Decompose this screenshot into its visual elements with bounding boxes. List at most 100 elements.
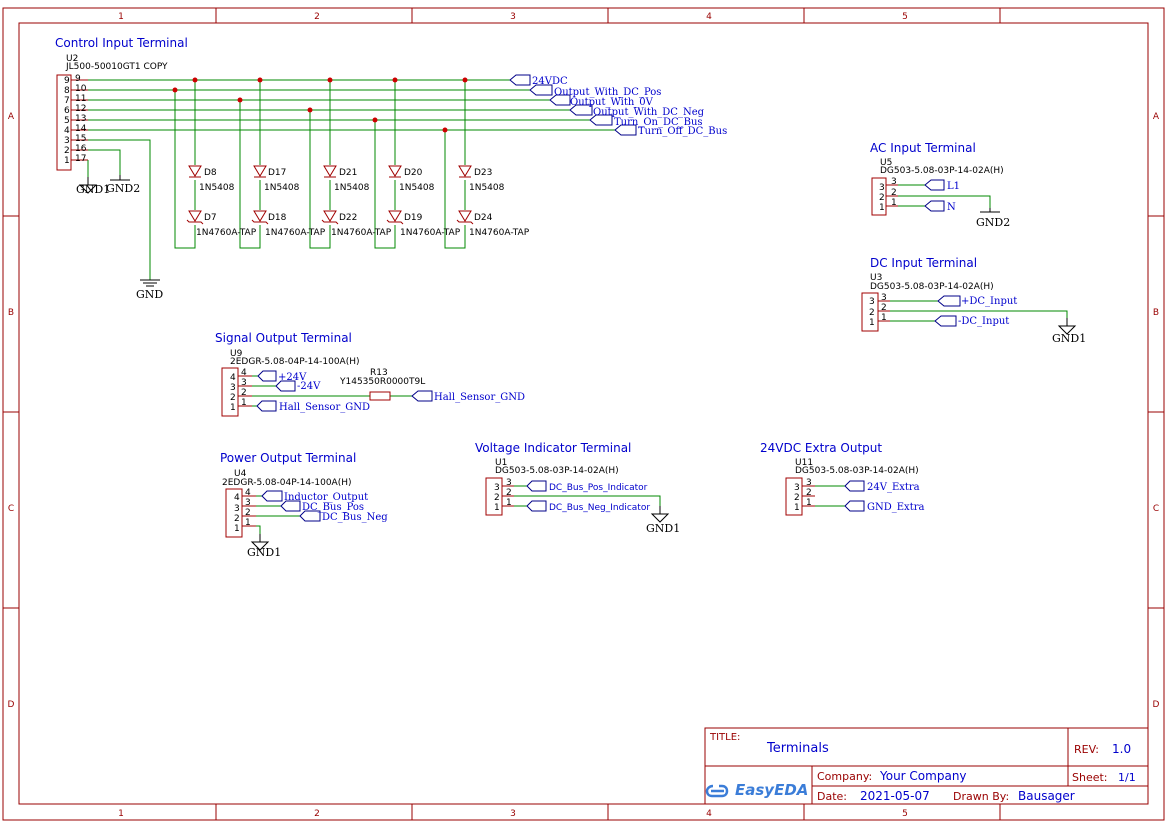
control-input-section: Control Input Terminal U2 JL500-50010GT1… — [55, 36, 727, 301]
row-label-left: D — [8, 700, 15, 710]
drawn-by-value: Bausager — [1018, 789, 1075, 803]
easyeda-logo-icon: EasyEDA — [705, 781, 808, 799]
ground-label: GND1 — [1052, 332, 1086, 345]
column-label-top: 5 — [902, 12, 908, 22]
connector-body — [221, 367, 239, 417]
pin-number: 9 — [75, 74, 81, 84]
pin-number: 1 — [881, 313, 887, 323]
column-label-bottom: 2 — [314, 809, 320, 819]
net-flags — [509, 74, 637, 136]
date-label: Date: — [817, 790, 847, 803]
pin-number: 3 — [879, 183, 885, 193]
row-label-left: C — [8, 504, 14, 514]
connector-body — [225, 488, 243, 538]
part-ref: U4 — [234, 469, 247, 479]
pin-number: 5 — [64, 116, 70, 126]
section-title: AC Input Terminal — [870, 141, 976, 155]
sheet-label: Sheet: — [1072, 771, 1108, 784]
power-output-section: Power Output Terminal U4 2EDGR-5.08-04P-… — [220, 451, 388, 559]
net-label: N — [947, 202, 956, 213]
net-label: Output_With_DC_Neg — [593, 107, 705, 118]
pin-number: 3 — [891, 177, 897, 187]
pin-number: 1 — [245, 518, 251, 528]
net-label: Hall_Sensor_GND — [434, 392, 525, 403]
diode-value: 1N5408 — [199, 183, 235, 193]
pin-number: 2 — [806, 488, 812, 498]
pin-number: 2 — [794, 493, 800, 503]
company-value: Your Company — [879, 769, 967, 783]
connector-body — [861, 292, 879, 332]
diode-value: 1N5408 — [334, 183, 370, 193]
part-value: 2EDGR-5.08-04P-14-100A(H) — [222, 478, 352, 488]
section-title: Voltage Indicator Terminal — [475, 441, 631, 455]
resistor-ref: R13 — [370, 368, 388, 378]
pin-number: 3 — [234, 504, 240, 514]
pin-number: 3 — [794, 483, 800, 493]
diode-ref: D24 — [474, 213, 493, 223]
column-label-bottom: 4 — [706, 809, 712, 819]
pin-number: 17 — [75, 154, 86, 164]
pin-number: 2 — [230, 393, 236, 403]
title-block: TITLE: Terminals REV: 1.0 Company: Your … — [704, 727, 1149, 805]
net-label: Hall_Sensor_GND — [279, 402, 370, 413]
section-title: Power Output Terminal — [220, 451, 356, 465]
pin-number: 4 — [234, 493, 240, 503]
pin-number: 11 — [75, 94, 86, 104]
diode-ref: D23 — [474, 168, 492, 178]
part-value: DG503-5.08-03P-14-02A(H) — [880, 166, 1004, 176]
pin-number: 14 — [75, 124, 87, 134]
gnd-symbol — [140, 279, 160, 287]
part-value: DG503-5.08-03P-14-02A(H) — [495, 466, 619, 476]
net-label: -DC_Input — [958, 316, 1009, 327]
connector-body — [56, 74, 72, 171]
pin-number: 10 — [75, 84, 87, 94]
row-label-right: C — [1153, 504, 1159, 514]
net-label: DC_Bus_Neg_Indicator — [549, 503, 650, 513]
section-title: Signal Output Terminal — [215, 331, 352, 345]
diode-value: 1N5408 — [399, 183, 435, 193]
net-label: +DC_Input — [961, 296, 1017, 307]
diode-value: 1N5408 — [264, 183, 300, 193]
logo-text: EasyEDA — [735, 781, 808, 799]
column-label-bottom: 1 — [118, 809, 124, 819]
diode-ref: D18 — [268, 213, 287, 223]
diode-value: 1N4760A-TAP — [196, 228, 257, 238]
resistor-r13 — [369, 391, 391, 401]
net-label: 24VDC — [532, 76, 568, 87]
net-label: 24V_Extra — [867, 482, 920, 493]
pin-number: 4 — [241, 368, 247, 378]
drawn-by-label: Drawn By: — [953, 790, 1009, 803]
diode-ref: D7 — [204, 213, 217, 223]
pin-number: 2 — [891, 188, 897, 198]
pin-number: 1 — [891, 198, 897, 208]
ground-label: GND2 — [976, 216, 1010, 229]
diode-ref: D17 — [268, 168, 286, 178]
net-label: DC_Bus_Pos_Indicator — [549, 483, 648, 493]
pin-number: 1 — [241, 398, 247, 408]
pin-number: 1 — [806, 498, 812, 508]
diode-ref: D8 — [204, 168, 217, 178]
rev-label: REV: — [1074, 743, 1099, 756]
pin-number: 3 — [806, 478, 812, 488]
control-wires — [87, 79, 615, 280]
drawing-frame — [2, 7, 1165, 821]
part-value: JL500-50010GT1 COPY — [65, 62, 168, 72]
part-ref: U2 — [66, 54, 78, 64]
diode-value: 1N4760A-TAP — [469, 228, 530, 238]
part-ref: U1 — [495, 458, 507, 468]
pin-number: 3 — [506, 478, 512, 488]
net-label: Output_With_DC_Pos — [554, 87, 661, 98]
net-label: Output_With_0V — [570, 97, 654, 108]
part-ref: U11 — [795, 458, 813, 468]
diode-value: 1N4760A-TAP — [400, 228, 461, 238]
title-value: Terminals — [766, 741, 829, 756]
row-label-left: B — [8, 308, 14, 318]
sheet-value: 1/1 — [1118, 771, 1136, 784]
pin-number: 3 — [494, 483, 500, 493]
row-label-right: B — [1153, 308, 1159, 318]
frame-labels: 1 2 3 4 5 1 2 3 4 5 A B C D A B C D — [8, 12, 1160, 819]
ground-label: GND — [136, 288, 163, 301]
diode-symbols — [186, 165, 474, 225]
part-ref: U5 — [880, 158, 892, 168]
diode-ref: D22 — [339, 213, 357, 223]
